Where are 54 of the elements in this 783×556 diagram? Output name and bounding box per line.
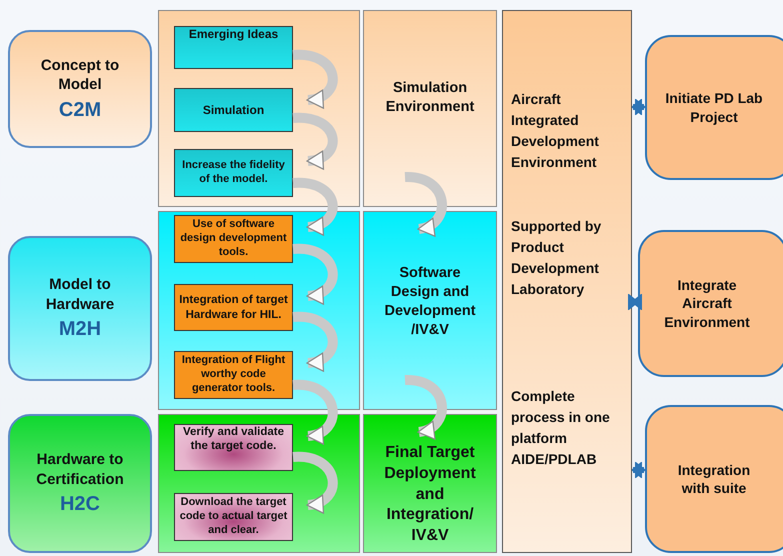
double-arrow xyxy=(631,98,646,116)
goal-box xyxy=(638,230,783,377)
step-box xyxy=(174,26,293,69)
panel-title: Software Design and Development /IV&V xyxy=(383,264,477,340)
platform-note: Supported by Product Development Laboratory xyxy=(511,217,602,299)
panel-title: Final Target Deployment and Integration/ IV&V xyxy=(383,443,477,546)
step-label: Increase the fidelity of the model. xyxy=(181,159,286,187)
stage-code: C2M xyxy=(58,98,102,122)
step-box xyxy=(174,88,293,132)
curved-arrow xyxy=(292,312,338,370)
stage-box xyxy=(8,414,152,553)
stage-title: Concept to Model xyxy=(40,56,120,94)
step-label: Emerging Ideas xyxy=(188,27,280,42)
environment-panel xyxy=(363,414,497,553)
double-arrow xyxy=(627,293,643,311)
environment-panel xyxy=(363,211,497,410)
platform-panel xyxy=(502,10,632,553)
stage-code: H2C xyxy=(60,492,100,517)
phase-panel xyxy=(158,414,360,553)
goal-box xyxy=(645,35,783,180)
step-box xyxy=(174,149,293,197)
step-box xyxy=(174,351,293,399)
curved-arrow xyxy=(292,244,338,303)
stage-box xyxy=(8,236,152,381)
step-label: Download the target code to actual target and clear. xyxy=(178,496,288,538)
goal-box xyxy=(645,405,783,553)
platform-note: Aircraft Integrated Development Environment xyxy=(511,90,600,172)
step-label: Integration of Flight worthy code generator tools. xyxy=(180,354,286,396)
stage-title: Model to Hardware xyxy=(44,275,116,314)
environment-panel xyxy=(363,10,497,207)
panel-title: Integrate Aircraft Environment xyxy=(663,276,751,331)
curved-arrow xyxy=(404,375,447,438)
step-label: Verify and validate the target code. xyxy=(182,425,285,454)
panel-title: Integration with suite xyxy=(676,460,752,498)
step-label: Simulation xyxy=(202,102,266,118)
phase-panel xyxy=(158,10,360,207)
double-arrow xyxy=(631,461,646,479)
step-label: Integration of target Hardware for HIL. xyxy=(178,293,289,322)
panel-title: Simulation Environment xyxy=(384,79,476,117)
stage-box xyxy=(8,30,152,148)
phase-panel xyxy=(158,211,360,410)
curved-arrow xyxy=(293,178,338,234)
platform-note: Complete process in one platform AIDE/PDLAB xyxy=(511,387,611,469)
curved-arrow xyxy=(293,50,338,108)
curved-arrow xyxy=(404,172,447,235)
step-box xyxy=(174,424,293,471)
step-label: Use of software design development tools. xyxy=(179,218,288,260)
stage-code: M2H xyxy=(58,317,102,342)
curved-arrow xyxy=(292,380,338,443)
curved-arrow xyxy=(292,452,338,512)
curved-arrow xyxy=(292,112,338,168)
step-box xyxy=(174,284,293,331)
stage-title: Hardware to Certification xyxy=(35,450,125,489)
panel-title: Initiate PD Lab Project xyxy=(664,89,764,126)
